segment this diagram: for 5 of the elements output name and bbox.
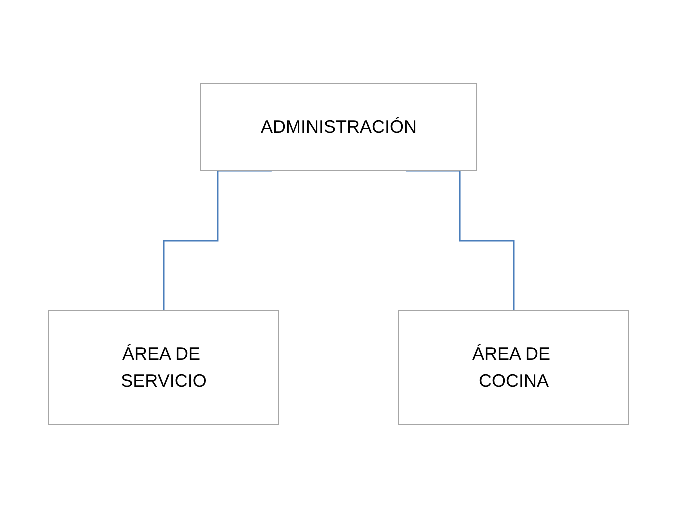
- node-box: ÁREA DE SERVICIO: [48, 310, 279, 425]
- node-box: ADMINISTRACIÓN: [200, 83, 477, 171]
- connector: [406, 170, 514, 312]
- connector: [162, 170, 272, 312]
- node-box: ÁREA DE COCINA: [398, 310, 629, 425]
